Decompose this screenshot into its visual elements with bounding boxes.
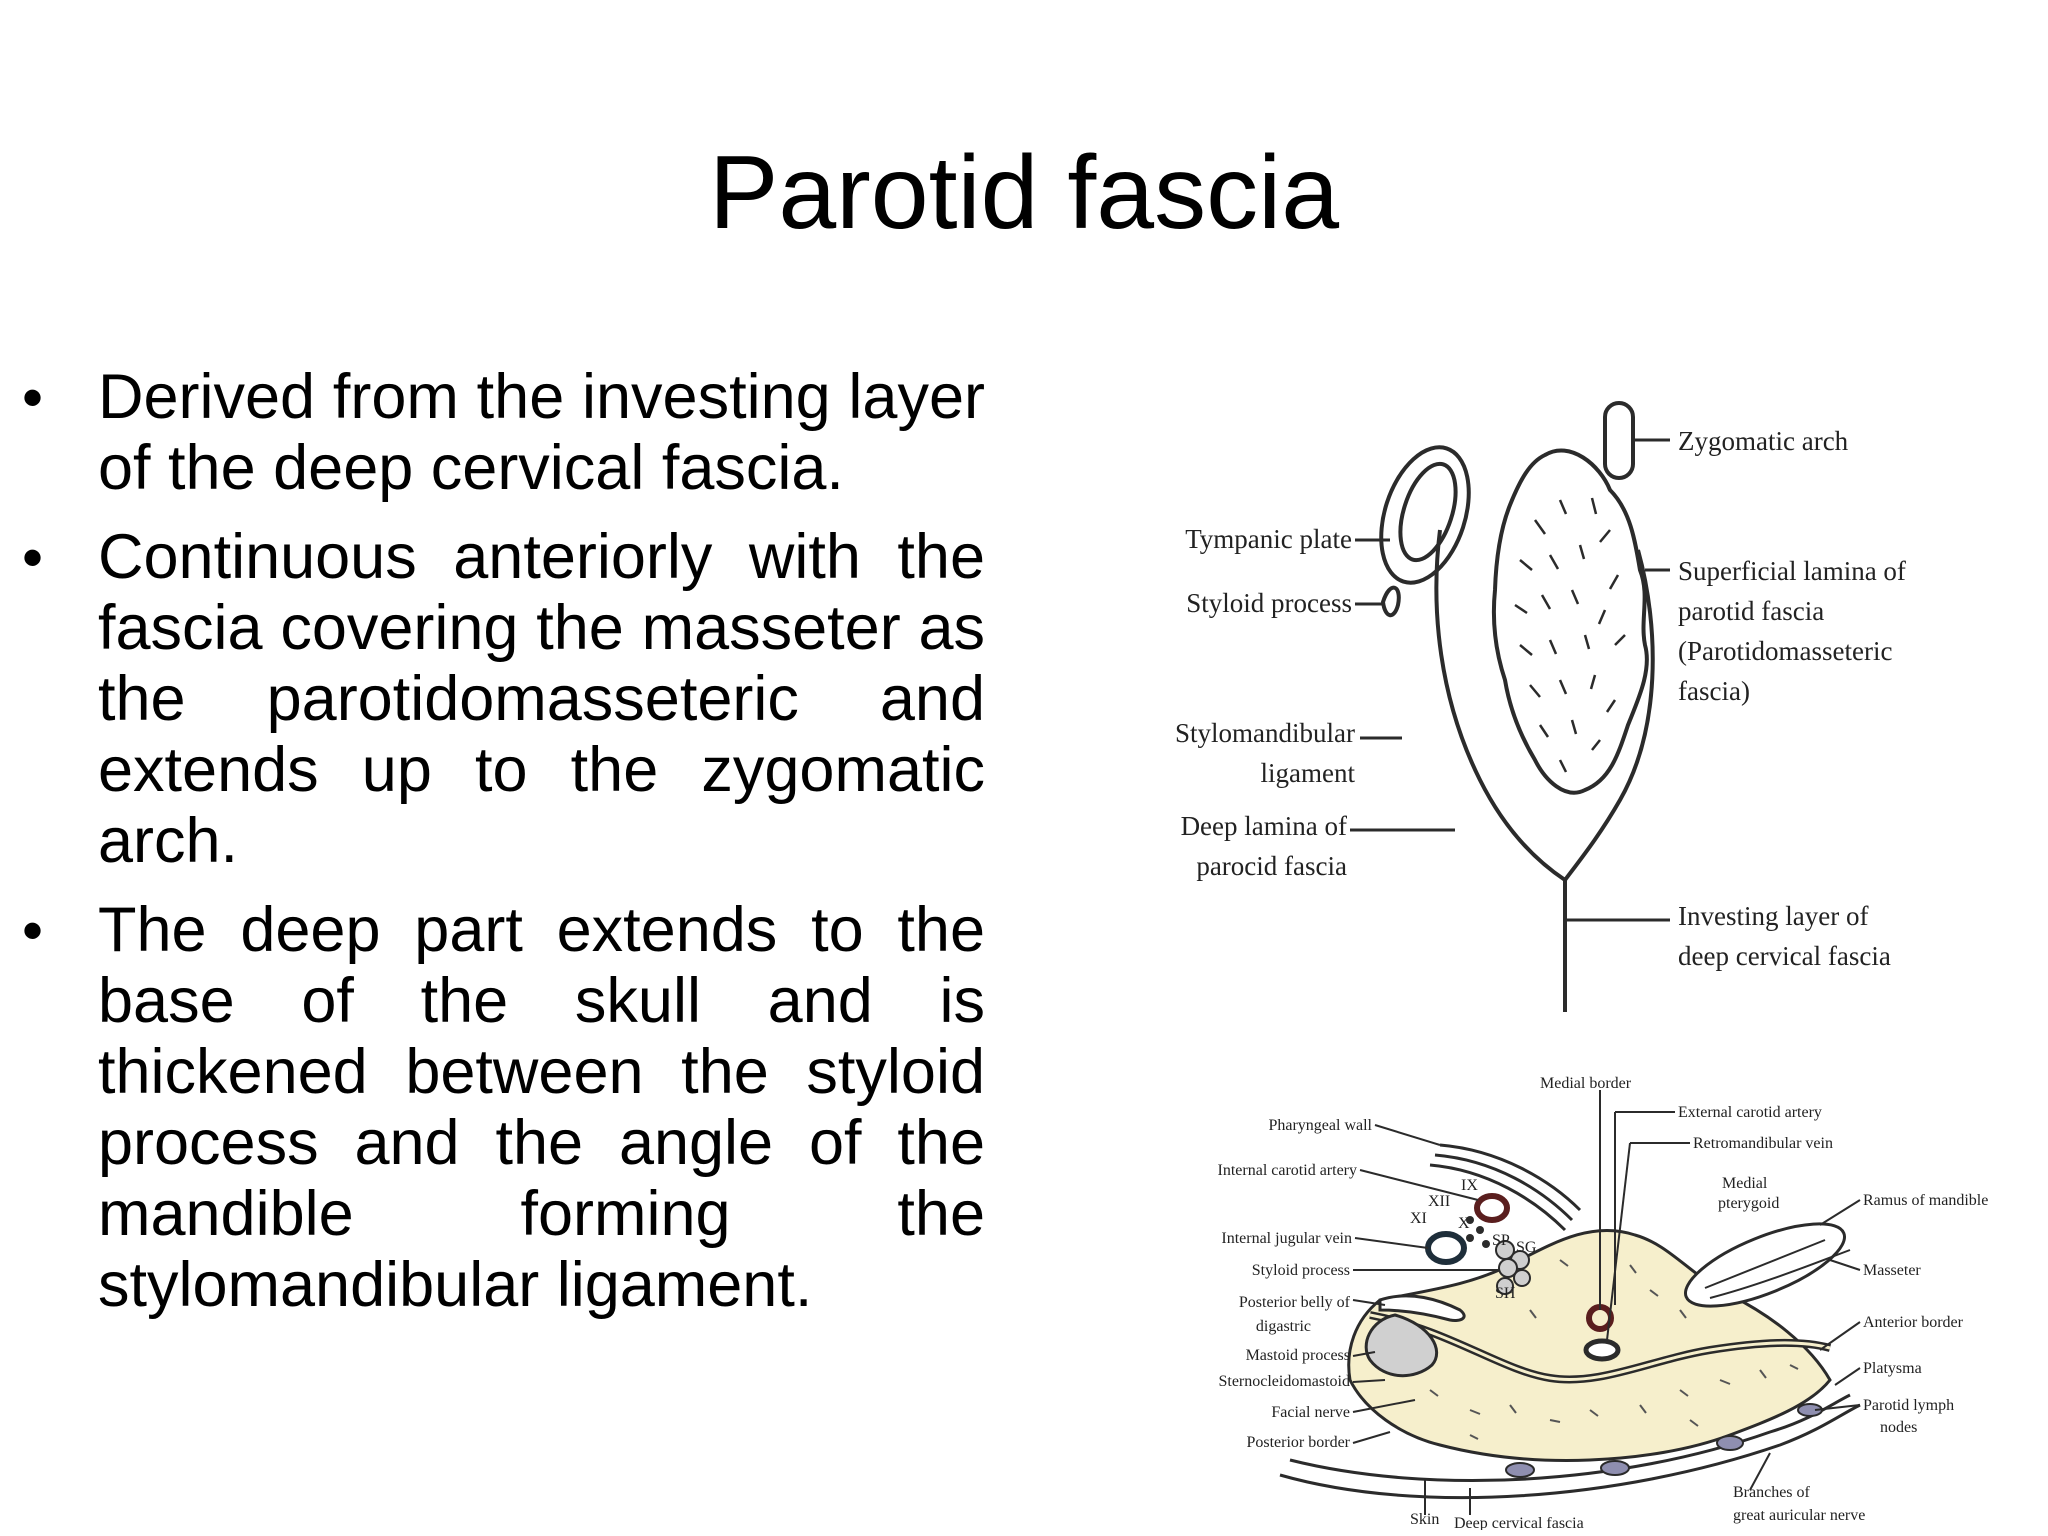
pharyngeal-wall-arc-3: [1429, 1163, 1567, 1232]
bullet-item: • Continuous anteriorly with the fascia …: [20, 522, 985, 877]
label-ramus: Ramus of mandible: [1863, 1192, 1988, 1209]
gland-marks: [1429, 1259, 1799, 1440]
label-zygomatic-arch: Zygomatic arch: [1678, 426, 1849, 456]
label-stylomandibular-1: Stylomandibular: [1175, 718, 1355, 748]
label-posterior-border: Posterior border: [1246, 1434, 1350, 1451]
tympanic-plate-inner: [1398, 461, 1458, 563]
bullet-text: The deep part extends to the base of the…: [98, 895, 985, 1320]
bullet-marker: •: [22, 897, 44, 964]
nerve-dots: [1466, 1216, 1490, 1248]
internal-jugular-ring: [1425, 1231, 1467, 1265]
pharyngeal-wall-arc-1: [1439, 1143, 1582, 1212]
label-superficial-lamina-1: Superficial lamina of: [1678, 556, 1906, 586]
label-internal-jugular: Internal jugular vein: [1221, 1230, 1352, 1247]
label-deep-lamina-1: Deep lamina of: [1181, 811, 1347, 841]
digastric-shape: [1378, 1294, 1466, 1322]
label-internal-carotid: Internal carotid artery: [1218, 1162, 1357, 1179]
section-outlines: [1279, 1143, 1861, 1500]
label-investing-1: Investing layer of: [1678, 901, 1868, 931]
zygomatic-arch-shape: [1603, 401, 1635, 480]
mastoid-process-shape: [1364, 1313, 1439, 1378]
label-retromandibular: Retromandibular vein: [1693, 1135, 1833, 1152]
label-posterior-belly-1: Posterior belly of: [1239, 1294, 1351, 1311]
bullet-text: Derived from the investing layer of the …: [98, 362, 985, 503]
deep-lamina-line: [1434, 529, 1567, 882]
label-investing-2: deep cervical fascia: [1678, 941, 1891, 971]
label-medial-border: Medial border: [1540, 1075, 1632, 1092]
parotid-gland-shape: [1491, 448, 1649, 795]
bullet-item: • Derived from the investing layer of th…: [20, 362, 985, 504]
slide-title: Parotid fascia: [708, 135, 1340, 251]
label-sg: SG: [1516, 1239, 1537, 1256]
lobule-marks: [1514, 497, 1626, 773]
label-x: X: [1458, 1215, 1470, 1232]
label-posterior-belly-2: digastric: [1256, 1318, 1311, 1335]
label-superficial-lamina-2: parotid fascia: [1678, 596, 1824, 626]
styloid-process-shape: [1380, 585, 1401, 618]
label-mastoid: Mastoid process: [1246, 1347, 1350, 1364]
label-styloid-process-lower: Styloid process: [1252, 1262, 1350, 1279]
label-deep-lamina-2: parocid fascia: [1196, 851, 1347, 881]
tympanic-plate-shape: [1379, 445, 1471, 585]
facial-nerve-inner: [1369, 1313, 1831, 1381]
bullet-marker: •: [22, 364, 44, 431]
label-deep-cervical: Deep cervical fascia: [1454, 1515, 1584, 1530]
label-branches-2: great auricular nerve: [1733, 1507, 1865, 1524]
bullet-text: Continuous anteriorly with the fascia co…: [98, 522, 985, 876]
bullet-marker: •: [22, 524, 44, 591]
vessels: [1425, 1193, 1621, 1362]
horizontal-section-svg: Medial border External carotid artery Re…: [1218, 1075, 1989, 1532]
label-xii: XII: [1428, 1193, 1450, 1210]
label-masseter: Masseter: [1863, 1262, 1921, 1279]
label-sternocleido: Sternocleidomastoid: [1218, 1373, 1350, 1390]
skin-line: [1279, 1403, 1861, 1500]
bullet-item: • The deep part extends to the base of t…: [20, 895, 985, 1321]
label-sh: SH: [1495, 1285, 1516, 1302]
label-facial-nerve: Facial nerve: [1271, 1404, 1350, 1421]
diagram-outlines: [1350, 401, 1670, 1012]
label-medial-pterygoid-2: pterygoid: [1718, 1195, 1779, 1212]
label-stylomandibular-2: ligament: [1261, 758, 1356, 788]
label-pharyngeal-wall: Pharyngeal wall: [1268, 1117, 1372, 1134]
pharyngeal-wall-arc-2: [1434, 1153, 1574, 1222]
parotid-horizontal-section-diagram: Medial border External carotid artery Re…: [1170, 1060, 2040, 1532]
label-xi: XI: [1410, 1210, 1427, 1227]
parotid-fascia-coronal-diagram: Zygomatic arch Tympanic plate Styloid pr…: [1140, 380, 2040, 1020]
retromandibular-vein-ring: [1583, 1338, 1621, 1362]
label-ix: IX: [1461, 1177, 1478, 1194]
label-parotid-lymph-2: nodes: [1880, 1419, 1917, 1436]
label-platysma: Platysma: [1863, 1360, 1922, 1377]
masseter-line: [1709, 1249, 1851, 1299]
label-tympanic-plate: Tympanic plate: [1185, 524, 1352, 554]
label-superficial-lamina-3: (Parotidomasseteric: [1678, 636, 1892, 666]
coronal-diagram-svg: Zygomatic arch Tympanic plate Styloid pr…: [1175, 401, 1906, 1012]
ramus-midline: [1704, 1239, 1826, 1289]
label-branches-1: Branches of: [1733, 1484, 1811, 1501]
leader-lines: [1350, 438, 1670, 922]
label-medial-pterygoid-1: Medial: [1722, 1175, 1768, 1192]
section-labels: Medial border External carotid artery Re…: [1218, 1075, 1989, 1532]
label-sp: SP: [1492, 1232, 1510, 1249]
lymph-nodes: [1505, 1403, 1823, 1478]
ramus-masseter: [1683, 1222, 1851, 1308]
internal-carotid-ring: [1474, 1193, 1510, 1223]
label-anterior-border: Anterior border: [1863, 1314, 1964, 1331]
superficial-lamina-line: [1563, 549, 1655, 882]
label-parotid-lymph-1: Parotid lymph: [1863, 1397, 1954, 1414]
coronal-labels: Zygomatic arch Tympanic plate Styloid pr…: [1175, 426, 1906, 971]
label-superficial-lamina-4: fascia): [1678, 676, 1750, 706]
bullet-list: • Derived from the investing layer of th…: [20, 362, 985, 1339]
label-styloid-process: Styloid process: [1186, 588, 1352, 618]
label-skin: Skin: [1410, 1511, 1439, 1528]
styloid-cluster: [1495, 1240, 1531, 1295]
label-external-carotid: External carotid artery: [1678, 1104, 1822, 1121]
lower-leader-lines: [1352, 1090, 1861, 1515]
